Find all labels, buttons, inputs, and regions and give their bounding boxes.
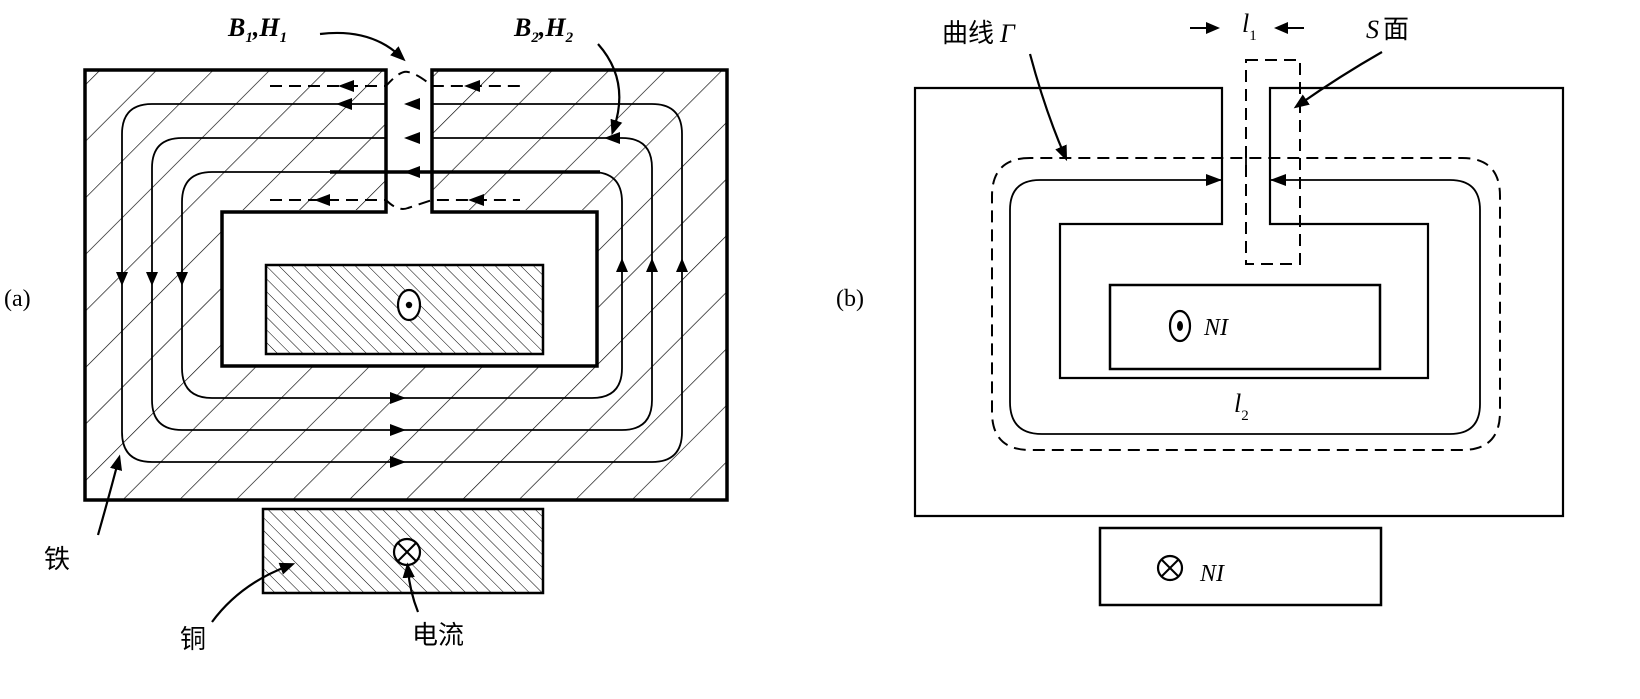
copper-label: 铜 bbox=[180, 562, 296, 655]
flux-loop-b bbox=[1009, 179, 1481, 435]
coil-inner-b: NI bbox=[1108, 283, 1382, 371]
flux-lines-a bbox=[116, 98, 688, 468]
coil-outer-b: NI bbox=[1098, 526, 1383, 607]
panel-a: (a) B1,H1 B2,H2 铁 铜 电流 bbox=[4, 13, 729, 655]
gap-dashed-a bbox=[270, 70, 520, 210]
svg-text:B1,H1: B1,H1 bbox=[227, 13, 287, 46]
ni-bottom-label: NI bbox=[1199, 561, 1225, 587]
svg-text:l1: l1 bbox=[1242, 9, 1257, 44]
svg-text:S面: S面 bbox=[1366, 15, 1409, 45]
curve-gamma bbox=[991, 157, 1501, 451]
copper-coil-outer bbox=[261, 507, 545, 595]
svg-text:铁: 铁 bbox=[44, 545, 70, 575]
copper-coil-inner bbox=[264, 263, 545, 356]
ni-top-label: NI bbox=[1203, 315, 1229, 341]
s-surface bbox=[1245, 59, 1301, 265]
panel-b: (b) NI NI bbox=[836, 9, 1565, 607]
b1h1-label: B1,H1 bbox=[227, 13, 406, 62]
svg-text:B2,H2: B2,H2 bbox=[513, 13, 574, 46]
l1-label: l1 bbox=[1190, 9, 1304, 44]
svg-text:电流: 电流 bbox=[412, 621, 464, 651]
svg-text:铜: 铜 bbox=[180, 625, 206, 655]
b2h2-label: B2,H2 bbox=[513, 13, 623, 136]
l2-label: l2 bbox=[1234, 389, 1249, 424]
panel-a-label: (a) bbox=[4, 286, 31, 312]
svg-text:曲线Γ: 曲线Γ bbox=[942, 19, 1016, 49]
panel-b-label: (b) bbox=[836, 286, 864, 312]
iron-label: 铁 bbox=[44, 454, 122, 575]
current-label: 电流 bbox=[402, 562, 464, 651]
iron-core-b bbox=[913, 86, 1565, 518]
